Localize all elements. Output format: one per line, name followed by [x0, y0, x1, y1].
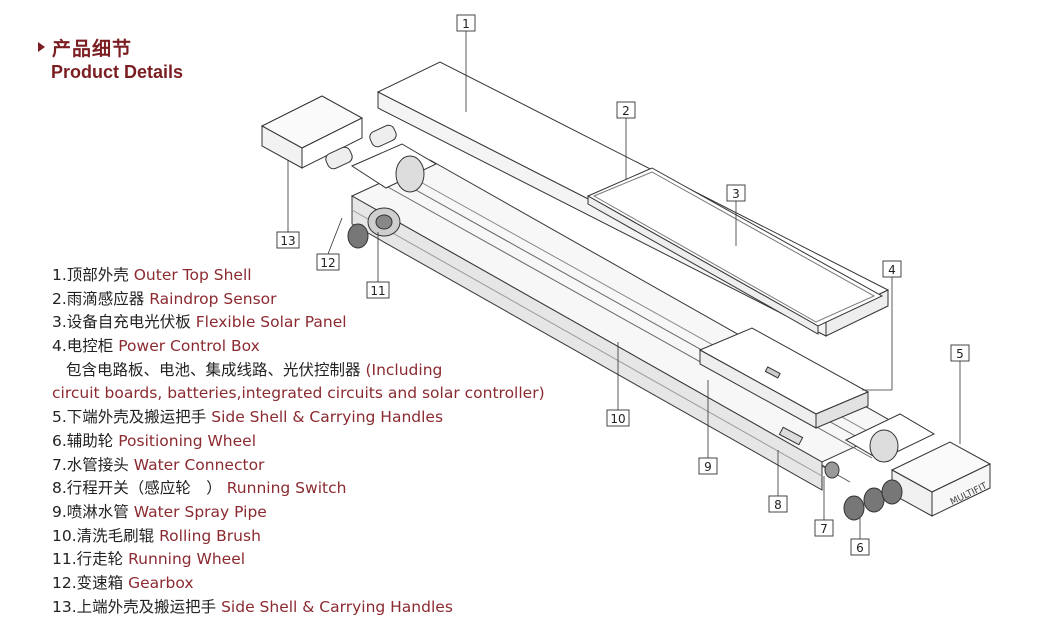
callout-box-2 — [616, 101, 636, 119]
callout-8: 8 — [774, 498, 782, 512]
callout-box-5 — [950, 344, 970, 362]
leader-lines — [287, 30, 961, 539]
callout-9: 9 — [704, 460, 712, 474]
list-item: 11.行走轮 Running Wheel — [52, 550, 246, 569]
power-control-box — [698, 327, 870, 429]
list-item: 1.顶部外壳 Outer Top Shell — [52, 266, 252, 284]
list-item: 12.变速箱 Gearbox — [52, 573, 194, 592]
callout-11: 11 — [370, 284, 385, 298]
callout-box-4 — [882, 260, 902, 278]
callout-5: 5 — [956, 347, 964, 361]
list-item: 包含电路板、电池、集成线路、光伏控制器 (Including — [66, 360, 443, 379]
list-item: 9.喷淋水管 Water Spray Pipe — [52, 502, 267, 521]
list-item: circuit boards, batteries,integrated cir… — [52, 384, 545, 403]
callout-box-10 — [606, 409, 630, 427]
callout-7: 7 — [820, 522, 828, 536]
list-item: 13.上端外壳及搬运把手 Side Shell & Carrying Handl… — [52, 597, 453, 616]
left-end-drive — [325, 124, 438, 249]
callout-box-3 — [726, 184, 746, 202]
callout-2: 2 — [622, 104, 630, 118]
list-item: 7.水管接头 Water Connector — [52, 455, 265, 474]
callout-6: 6 — [856, 541, 864, 555]
callout-box-6 — [850, 538, 870, 556]
callout-12: 12 — [320, 256, 335, 270]
callout-10: 10 — [610, 412, 625, 426]
list-item: 5.下端外壳及搬运把手 Side Shell & Carrying Handle… — [52, 408, 444, 427]
list-item: 6.辅助轮 Positioning Wheel — [52, 431, 257, 450]
list-item: 10.清洗毛刷辊 Rolling Brush — [52, 526, 261, 545]
callout-box-8 — [768, 495, 788, 513]
heading-chinese: 产品细节 — [52, 38, 133, 60]
lower-end-shell — [890, 441, 992, 517]
callout-4: 4 — [888, 263, 896, 277]
callout-box-7 — [814, 519, 834, 537]
list-item: 3.设备自充电光伏板 Flexible Solar Panel — [52, 313, 347, 332]
callout-box-9 — [698, 457, 718, 475]
solar-panel — [586, 167, 884, 335]
upper-end-shell — [260, 95, 364, 169]
list-item: 4.电控柜 Power Control Box — [52, 337, 260, 356]
parts-list: 1.顶部外壳 Outer Top Shell 2.雨滴感应器 Raindrop … — [52, 264, 552, 619]
list-item: 8.行程开关（感应轮 ） Running Switch — [52, 479, 347, 498]
callout-box-12 — [316, 253, 340, 271]
heading-english: Product Details — [51, 62, 184, 82]
callout-box-1 — [456, 14, 476, 32]
right-end-drive — [778, 413, 936, 521]
callout-box-11 — [366, 281, 390, 299]
list-item: 2.雨滴感应器 Raindrop Sensor — [52, 289, 277, 308]
callout-box-13 — [276, 231, 300, 249]
triangle-bullet-icon — [38, 42, 45, 52]
callout-3: 3 — [732, 187, 740, 201]
callout-13: 13 — [280, 234, 295, 248]
callout-1: 1 — [462, 17, 470, 31]
